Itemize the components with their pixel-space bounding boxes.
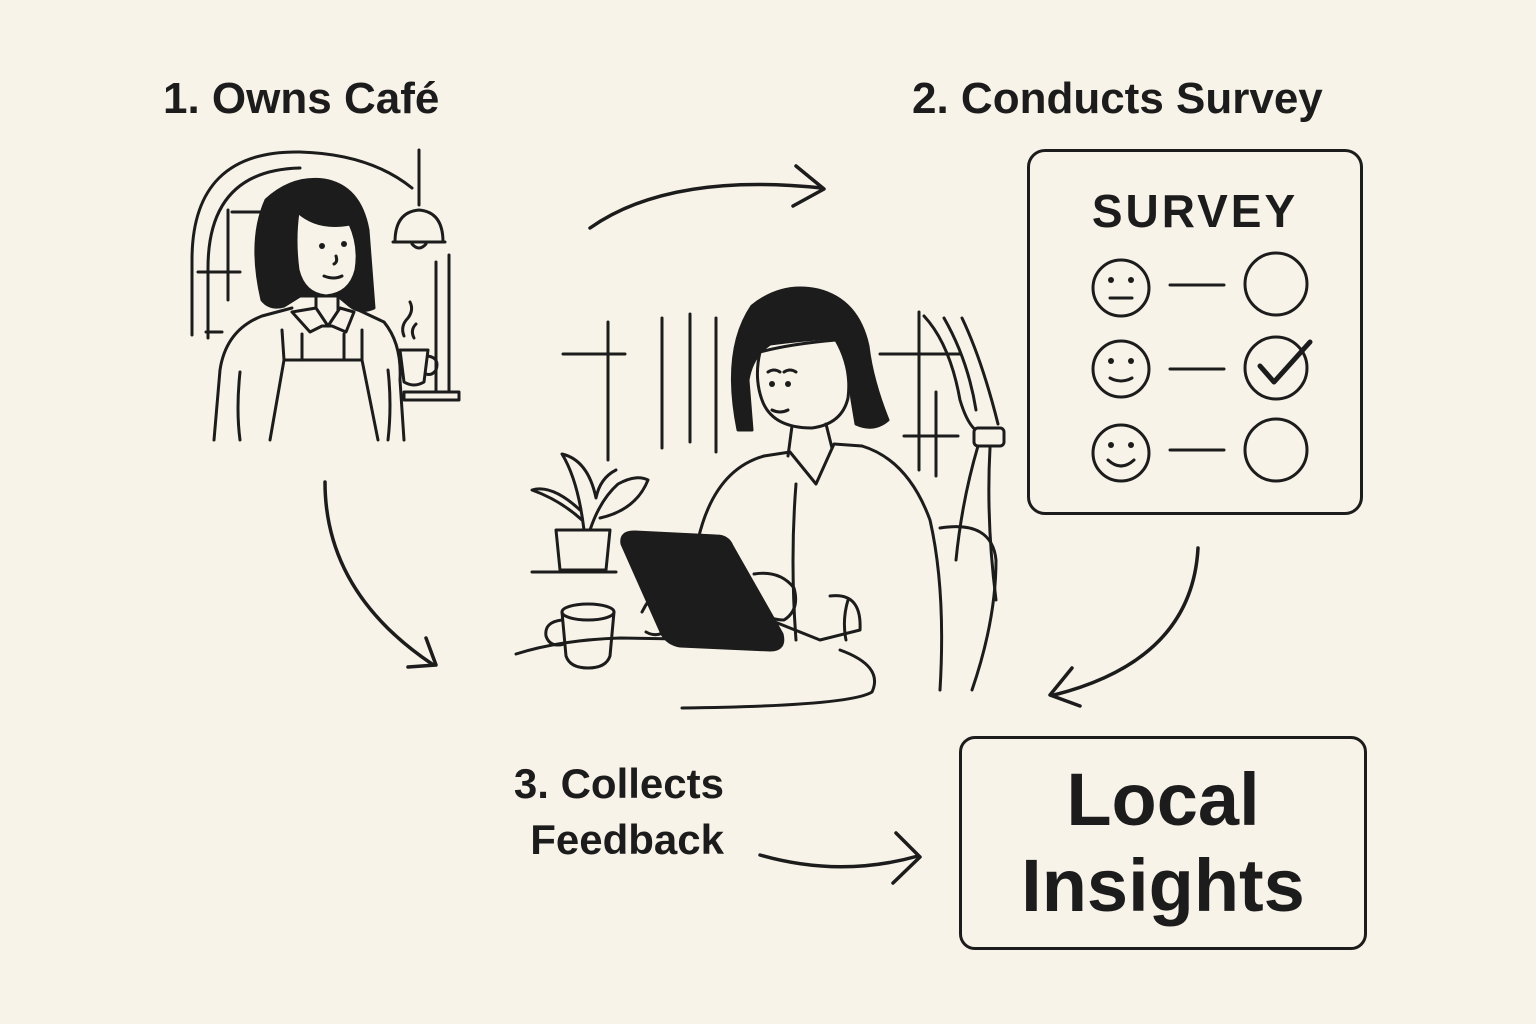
cafe-owner-illustration bbox=[190, 148, 461, 442]
survey-row bbox=[1091, 417, 1309, 483]
chair bbox=[938, 525, 998, 692]
curtain bbox=[922, 314, 992, 435]
table bbox=[514, 636, 744, 656]
owner-apron bbox=[268, 328, 286, 442]
survey-row bbox=[1091, 251, 1309, 318]
step2-label: 2. Conducts Survey bbox=[912, 74, 1323, 123]
step3-label: 3. Collects Feedback bbox=[484, 756, 724, 868]
owner-face bbox=[294, 210, 359, 298]
plant-icon bbox=[530, 452, 650, 574]
survey-option-circle bbox=[1243, 335, 1309, 401]
local-insights-line1: Local bbox=[1066, 758, 1260, 841]
flow-arrows bbox=[323, 164, 1200, 885]
neutral-face-icon bbox=[1091, 258, 1151, 318]
smile-face-icon bbox=[1091, 423, 1151, 483]
arrow-icon bbox=[588, 164, 826, 230]
customer-with-tablet-illustration bbox=[514, 286, 1006, 710]
coffee-cup-icon bbox=[398, 300, 439, 387]
survey-rows bbox=[1091, 251, 1313, 483]
checkmark-icon bbox=[1257, 339, 1313, 385]
arrow-icon bbox=[323, 480, 438, 669]
survey-card: SURVEY bbox=[1027, 149, 1363, 515]
local-insights-text: Local Insights bbox=[1021, 757, 1305, 929]
customer-hair bbox=[730, 286, 890, 432]
arrow-icon bbox=[1048, 546, 1200, 708]
survey-title: SURVEY bbox=[1091, 185, 1299, 237]
survey-row bbox=[1091, 335, 1313, 401]
local-insights-box: Local Insights bbox=[959, 736, 1367, 950]
survey-option-circle bbox=[1243, 417, 1309, 483]
window-frame bbox=[206, 166, 302, 340]
local-insights-line2: Insights bbox=[1021, 844, 1305, 927]
tablet-icon bbox=[620, 530, 785, 652]
customer-face bbox=[755, 338, 851, 430]
step1-label: 1. Owns Café bbox=[163, 74, 440, 123]
arrow-icon bbox=[758, 831, 922, 885]
survey-option-circle bbox=[1243, 251, 1309, 317]
step3-label-line2: Feedback bbox=[530, 816, 724, 863]
window-arch bbox=[190, 150, 414, 337]
step3-label-line1: 3. Collects bbox=[513, 760, 724, 807]
slight-smile-face-icon bbox=[1091, 339, 1151, 399]
pendant-lamp-icon bbox=[391, 148, 447, 250]
coffee-cup-icon bbox=[544, 602, 616, 670]
